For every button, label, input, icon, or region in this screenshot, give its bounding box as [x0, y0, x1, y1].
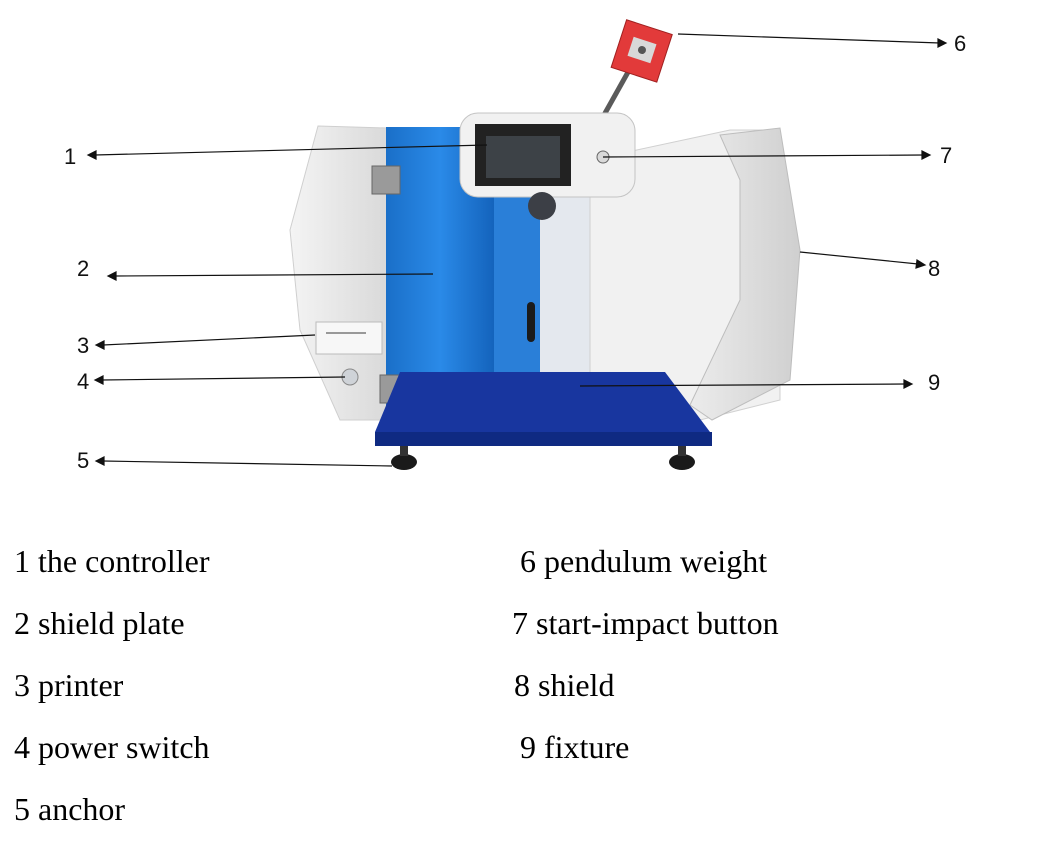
hinge-top — [371, 165, 401, 195]
legend-item-fixture: 9 fixture — [520, 729, 630, 765]
bearing — [528, 192, 556, 220]
legend-item-pendulum-weight: 6 pendulum weight — [520, 543, 768, 579]
callout-7: 7 — [940, 143, 953, 168]
foot-right — [669, 454, 695, 470]
machine-diagram: 1 2 3 4 5 6 7 8 9 — [64, 19, 967, 473]
pendulum-weight-shape — [610, 19, 673, 83]
foot-left — [391, 454, 417, 470]
callout-1: 1 — [64, 144, 77, 169]
leader-8 — [799, 251, 919, 265]
callout-2: 2 — [77, 256, 90, 281]
leader-6 — [677, 33, 941, 44]
base-top — [375, 372, 710, 432]
legend-item-power-switch: 4 power switch — [14, 729, 210, 765]
center-panel — [540, 190, 595, 380]
lever-slot — [527, 302, 535, 342]
legend-item-anchor: 5 anchor — [14, 791, 126, 827]
legend-item-shield-plate: 2 shield plate — [14, 605, 185, 641]
callout-5: 5 — [77, 448, 90, 473]
shield-shape — [689, 127, 801, 421]
leader-7 — [602, 154, 924, 158]
callout-3: 3 — [77, 333, 90, 358]
center-column — [494, 190, 546, 380]
callout-6: 6 — [954, 31, 967, 56]
legend-item-printer: 3 printer — [14, 667, 124, 703]
pendulum-arm — [601, 63, 635, 117]
leader-3 — [102, 334, 316, 346]
leader-1 — [94, 144, 488, 156]
legend-item-controller: 1 the controller — [14, 543, 210, 579]
leader-9 — [579, 383, 906, 387]
leader-4 — [101, 376, 346, 381]
leader-5 — [102, 460, 393, 467]
printer-shape — [315, 321, 383, 355]
callout-8: 8 — [928, 256, 941, 281]
legend-item-start-impact-button: 7 start-impact button — [512, 605, 779, 641]
controller-screen — [486, 136, 560, 178]
legend-item-shield: 8 shield — [514, 667, 615, 703]
impact-tester-illustration — [86, 19, 948, 470]
callout-4: 4 — [77, 369, 90, 394]
leader-2 — [114, 273, 434, 277]
callout-9: 9 — [928, 370, 941, 395]
base-front — [375, 432, 712, 446]
